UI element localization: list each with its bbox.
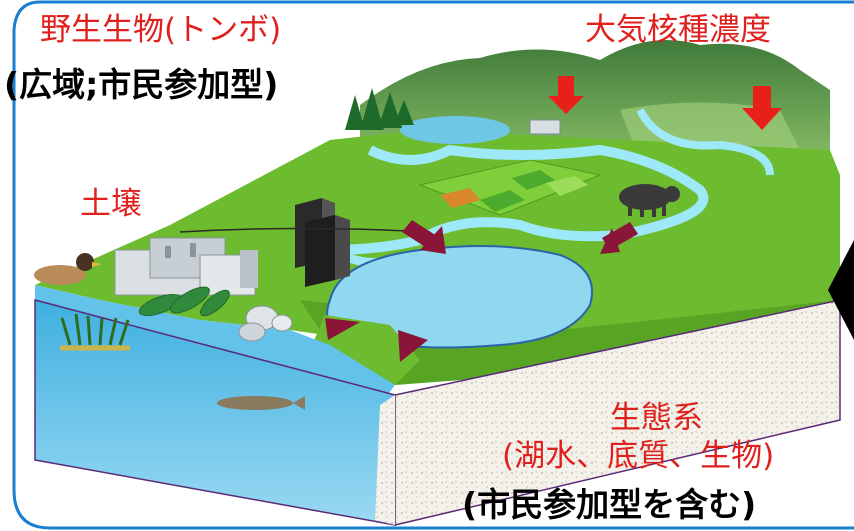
label-ecosystem-sub: (湖水、底質、生物)	[502, 438, 775, 474]
label-soil: 土壌	[80, 186, 142, 222]
power-line	[179, 227, 431, 233]
label-wildlife: 野生生物(トンボ)	[40, 12, 282, 48]
river-main	[329, 144, 709, 255]
tree-icon	[345, 88, 414, 130]
deposition-arrow-icon	[548, 76, 782, 130]
right-edge-marker	[828, 240, 854, 340]
frame-border	[12, 0, 854, 530]
river-branch	[636, 108, 774, 176]
label-atmosphere: 大気核種濃度	[585, 12, 771, 48]
label-ecosystem: 生態系	[610, 400, 703, 436]
factory-icon	[114, 237, 258, 296]
fish-icon	[217, 396, 305, 410]
building-icon	[295, 198, 350, 287]
flow-arrow-icon	[325, 220, 638, 362]
duck-icon	[34, 253, 102, 285]
label-citizen: (市民参加型を含む)	[462, 485, 757, 524]
dish-icon	[238, 305, 293, 342]
leaf-icon	[138, 286, 230, 317]
dam	[529, 119, 561, 135]
reed-icon	[60, 313, 130, 351]
mountain-pond	[400, 116, 510, 144]
farm-fields	[418, 159, 602, 216]
block-gravel-left	[375, 395, 395, 525]
pig-icon	[619, 184, 680, 217]
label-wildlife-sub: (広域;市民参加型)	[4, 65, 279, 104]
